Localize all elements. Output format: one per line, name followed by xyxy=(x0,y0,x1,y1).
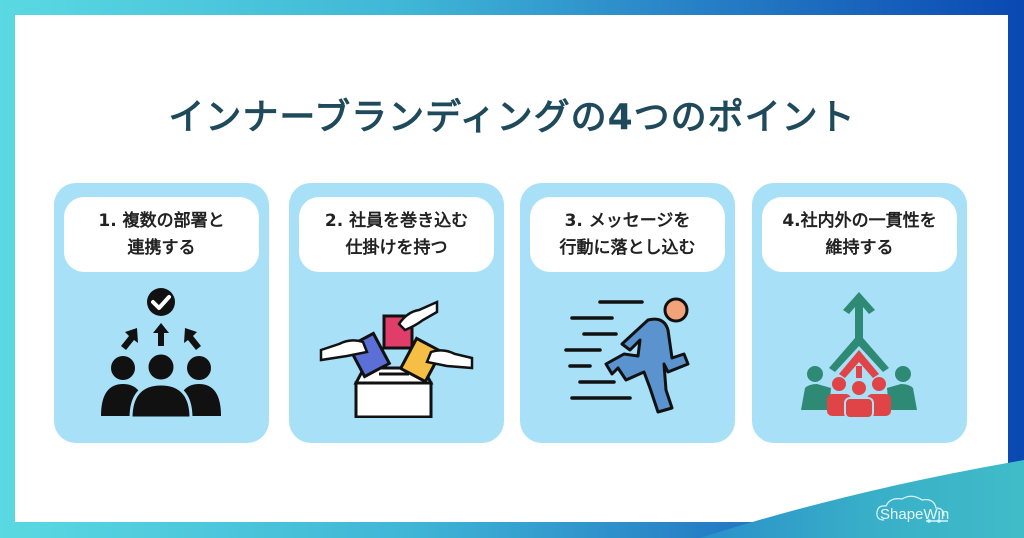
point-card-2: 2. 社員を巻き込む 仕掛けを持つ xyxy=(289,183,504,443)
shapewin-logo: ShapeWin xyxy=(874,495,974,530)
label-line-2: 連携する xyxy=(127,237,196,258)
label-line-1: 2. 社員を巻き込む xyxy=(324,210,469,231)
point-card-label: 2. 社員を巻き込む 仕掛けを持つ xyxy=(299,197,494,272)
point-card-label: 3. メッセージを 行動に落とし込む xyxy=(530,197,725,272)
ballot-box-icon xyxy=(319,300,474,418)
page-title: インナーブランディングの4つのポイント xyxy=(168,97,856,138)
label-line-2: 行動に落とし込む xyxy=(559,237,696,258)
label-line-1: 3. メッセージを xyxy=(564,210,691,231)
converging-groups-arrow-icon xyxy=(801,292,917,418)
cloud-icon xyxy=(876,495,948,523)
point-card-1: 1. 複数の部署と 連携する xyxy=(54,183,269,443)
team-collaboration-icon xyxy=(101,288,221,418)
point-card-3: 3. メッセージを 行動に落とし込む xyxy=(520,183,735,443)
point-card-label: 1. 複数の部署と 連携する xyxy=(64,197,259,272)
label-line-2: 仕掛けを持つ xyxy=(345,237,448,258)
running-person-icon xyxy=(564,297,690,414)
label-line-1: 4.社内外の一貫性を xyxy=(782,210,937,231)
label-line-1: 1. 複数の部署と xyxy=(98,210,225,231)
label-line-2: 維持する xyxy=(825,237,894,258)
logo-text: ShapeWin xyxy=(880,506,950,523)
point-card-4: 4.社内外の一貫性を 維持する xyxy=(752,183,967,443)
point-card-label: 4.社内外の一貫性を 維持する xyxy=(762,197,957,272)
